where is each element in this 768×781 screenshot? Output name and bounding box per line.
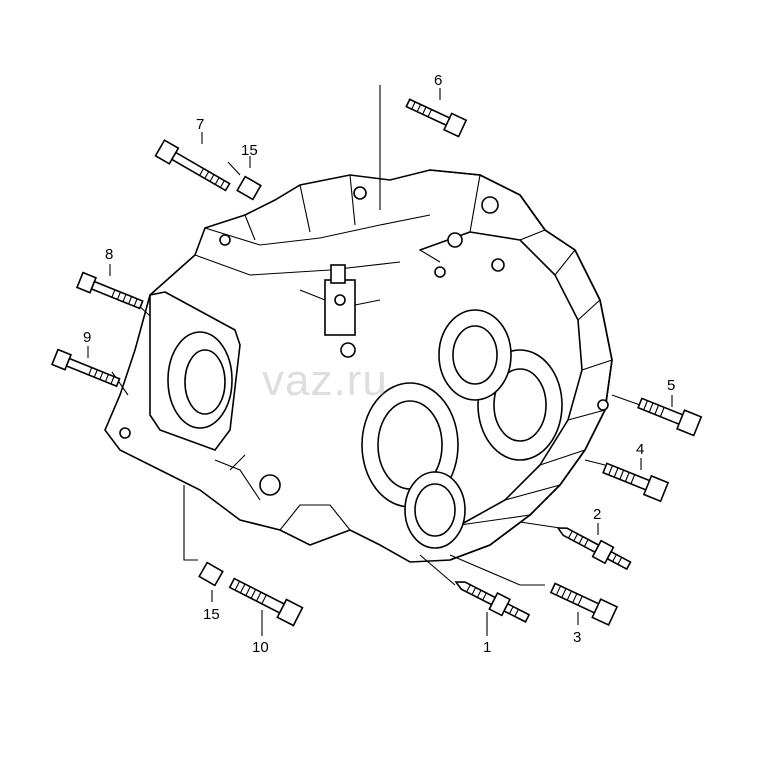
callout-8: 8 xyxy=(105,246,114,263)
callout-15-top: 15 xyxy=(241,142,258,159)
callout-7: 7 xyxy=(196,116,205,133)
callout-6: 6 xyxy=(434,72,443,89)
bolt-6 xyxy=(405,98,468,138)
bolt-4 xyxy=(602,462,670,503)
sleeve-15-top xyxy=(236,175,262,201)
callout-15-bottom: 15 xyxy=(203,606,220,623)
bolt-8 xyxy=(75,271,144,310)
sleeve-15-bottom xyxy=(198,561,224,587)
callout-4: 4 xyxy=(636,441,645,458)
bolt-7 xyxy=(154,139,231,192)
stud-2 xyxy=(556,527,632,571)
gearbox-housing xyxy=(104,169,613,563)
leader-lines xyxy=(111,85,641,586)
bolt-5 xyxy=(637,397,703,437)
callout-1: 1 xyxy=(483,639,492,656)
callout-2: 2 xyxy=(593,506,602,523)
bolt-9 xyxy=(50,348,121,388)
callout-9: 9 xyxy=(83,329,92,346)
callout-5: 5 xyxy=(667,377,676,394)
callout-10: 10 xyxy=(252,639,269,656)
stud-1 xyxy=(454,581,531,623)
watermark-text: vaz.ru xyxy=(262,356,388,405)
bolt-10 xyxy=(228,577,304,627)
callout-ticks xyxy=(87,88,673,636)
callout-3: 3 xyxy=(573,629,582,646)
bolt-3 xyxy=(549,582,619,627)
